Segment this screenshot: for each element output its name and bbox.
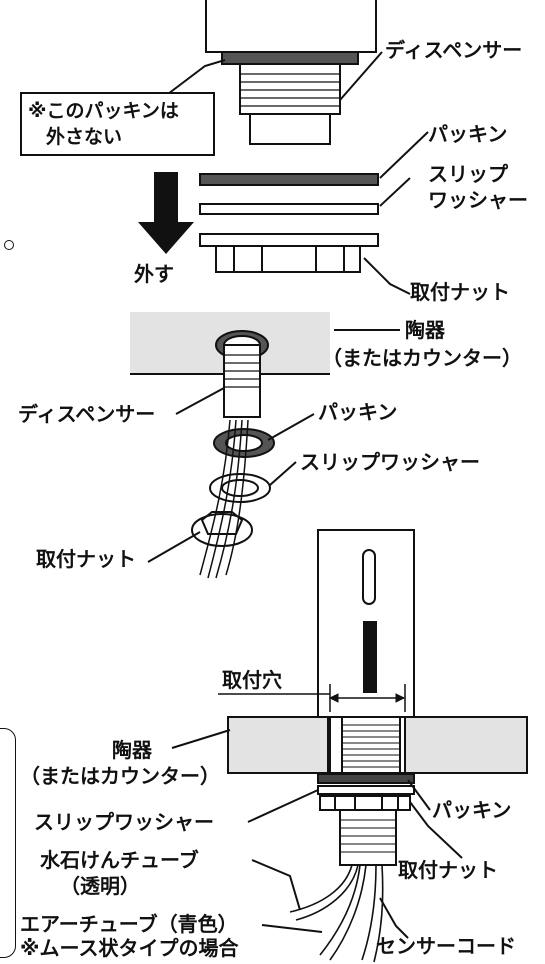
remove-arrow [138,172,194,254]
dispenser-body [205,0,377,53]
label-air-tube: エアーチューブ（青色） [20,912,238,936]
label-transparent: （透明） [60,874,140,898]
label-mounting-nut-1: 取付ナット [410,280,510,304]
slip-washer-ring-2 [209,473,271,503]
packing-part [199,173,379,186]
label-mounting-nut-3: 取付ナット [398,858,498,882]
nut-ring-2 [191,513,253,547]
label-dispenser-1: ディスペンサー [385,38,523,62]
label-packing-1: パッキン [428,122,508,146]
sensor-slot [363,621,377,693]
counter-slab-3 [227,716,329,774]
slip-washer-part [199,203,379,215]
label-ceramic-2: 陶器 [405,318,445,342]
sensor-window [362,549,376,605]
label-or-counter-3: （またはカウンター） [20,764,220,788]
label-slip-washer-1a: スリップ [428,162,508,186]
note-line-1: ※このパッキンは [28,100,179,122]
nut-flange [199,233,379,247]
label-slip-washer-3: スリップワッシャー [34,810,214,834]
nut-body [215,245,361,273]
note-line-2: 外さない [46,126,123,148]
label-slip-washer-1b: ワッシャー [428,188,528,212]
nut-part-3 [319,795,411,811]
clipped-sidebar-box [0,728,16,958]
label-remove: 外す [134,262,174,286]
label-ceramic-3: 陶器 [112,738,152,762]
packing-part-3 [317,773,415,784]
slip-washer-part-3 [317,785,415,795]
label-mousse-type: ※ムース状タイプの場合 [20,936,239,960]
clipped-bullet-dot [4,240,14,250]
label-packing-2: パッキン [318,400,398,424]
label-packing-3: パッキン [432,798,512,822]
label-sensor-cord: センサーコード [376,934,516,958]
label-dispenser-2: ディスペンサー [18,402,156,426]
label-or-counter-2: （またはカウンター） [322,346,522,370]
dispenser-packing-fixed [221,51,359,65]
label-mounting-nut-2: 取付ナット [36,547,136,571]
label-slip-washer-2: スリップワッシャー [300,450,480,474]
note-do-not-remove-packing: ※このパッキンは 外さない [20,92,215,156]
label-mounting-hole: 取付穴 [222,668,282,692]
label-water-stone-tube: 水石けんチューブ [40,848,199,872]
dispenser-shank [249,113,331,145]
